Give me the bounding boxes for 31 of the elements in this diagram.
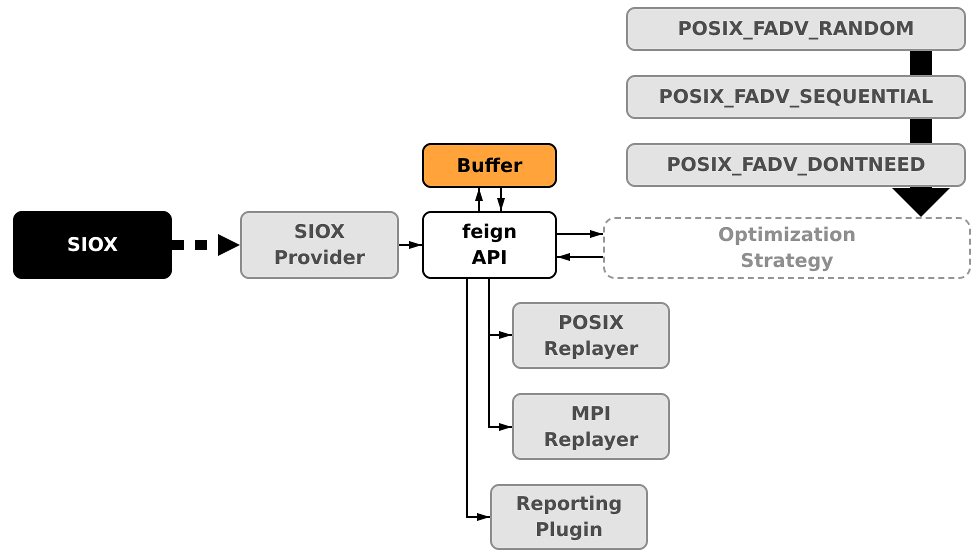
process-box [626,7,966,51]
node-label: POSIX_FADV_SEQUENTIAL [658,85,934,110]
arrow [497,188,505,211]
process-box [240,211,399,279]
node-label: Optimization Strategy [717,223,857,274]
arrow [892,187,950,217]
node-label: MPI Replayer [542,402,640,452]
process-box [512,393,670,460]
strategy-box [603,217,971,279]
api-box [422,211,557,279]
node-label: Reporting Plugin [514,492,624,543]
node-label: POSIX_FADV_DONTNEED [666,153,926,178]
buffer-box [422,143,557,188]
arrow [399,241,422,249]
node-label: SIOX [67,233,118,258]
process-box [626,75,966,119]
node-label: feign API [461,220,518,271]
source-box [13,211,172,279]
arrow [466,279,490,521]
arrow [475,188,483,211]
arrow [172,234,240,256]
node-label: POSIX_FADV_RANDOM [678,17,914,42]
arrow [557,253,603,261]
process-box [626,143,966,187]
node-label: SIOX Provider [272,220,366,271]
node-label: POSIX Replayer [542,310,640,362]
node-label: Buffer [456,154,522,178]
process-box [490,484,648,550]
arrow [557,230,603,238]
process-box [512,302,670,369]
arrow [488,279,512,431]
